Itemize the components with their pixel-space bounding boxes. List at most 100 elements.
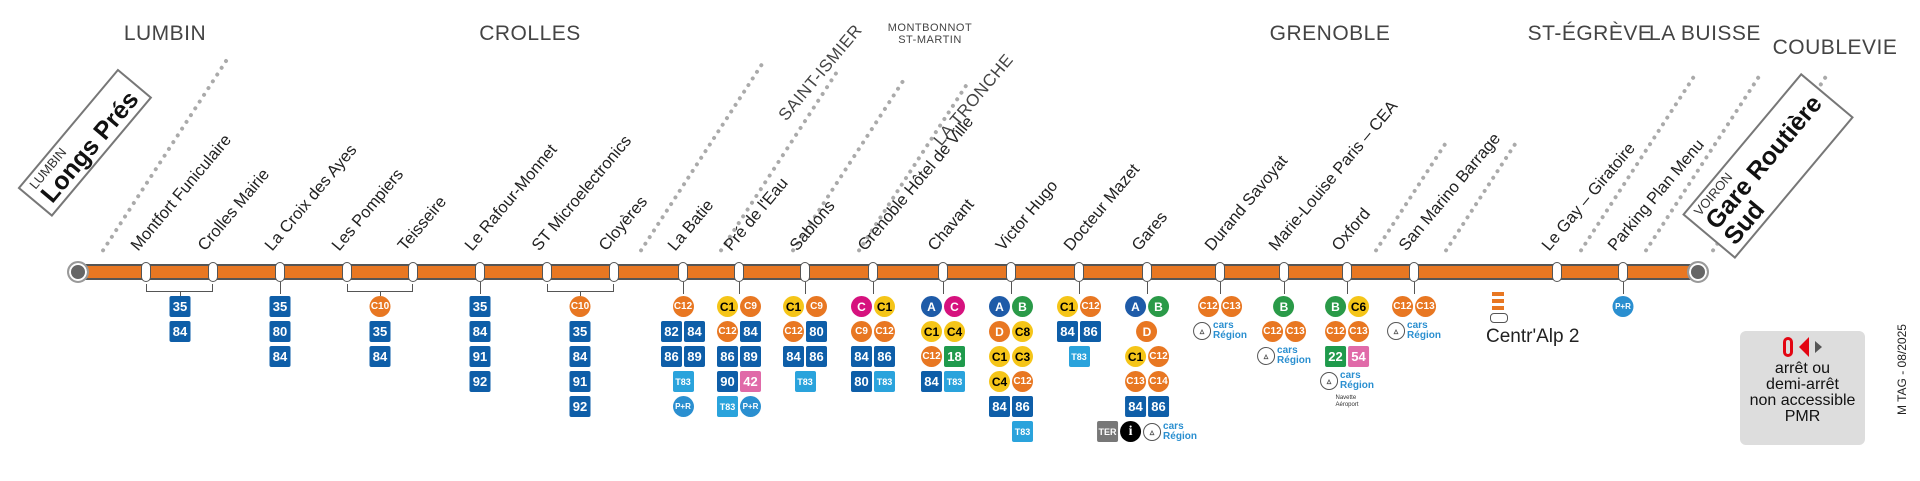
line-badge-T83[interactable]: T83 [1012, 421, 1033, 442]
line-badge-C9[interactable]: C9 [806, 296, 827, 317]
stop-marker[interactable] [609, 262, 619, 282]
terminus-end-stop[interactable] [1687, 261, 1709, 283]
line-badge-C12[interactable]: C12 [1391, 296, 1413, 317]
line-badge-C9[interactable]: C9 [851, 321, 872, 342]
stop-marker[interactable] [1142, 262, 1152, 282]
stop-name[interactable]: Sablons [786, 197, 839, 255]
line-badge-84[interactable]: 84 [851, 346, 872, 367]
line-badge-D[interactable]: D [989, 321, 1010, 342]
stop-marker[interactable] [1215, 262, 1225, 282]
stop-name[interactable]: Pré de l'Eau [720, 174, 792, 255]
line-badge-B[interactable]: B [1147, 296, 1169, 317]
line-badge-C9[interactable]: C9 [740, 296, 761, 317]
line-badge-P+R[interactable]: P+R [1612, 296, 1634, 317]
stop-name[interactable]: Marie-Louise Paris – CEA [1265, 97, 1402, 255]
line-badge-T83[interactable]: T83 [1068, 346, 1090, 367]
stop-marker[interactable] [1279, 262, 1289, 282]
stop-name[interactable]: Victor Hugo [992, 176, 1062, 255]
line-badge-C13[interactable]: C13 [1284, 321, 1306, 342]
line-badge-D[interactable]: D [1136, 321, 1158, 342]
line-badge-42[interactable]: 42 [740, 371, 761, 392]
stop-marker[interactable] [141, 262, 151, 282]
line-badge-C1[interactable]: C1 [874, 296, 895, 317]
line-badge-B[interactable]: B [1012, 296, 1033, 317]
line-badge-T83[interactable]: T83 [672, 371, 694, 392]
line-badge-C12[interactable]: C12 [1261, 321, 1283, 342]
line-badge-86[interactable]: 86 [1080, 321, 1101, 342]
line-badge-35[interactable]: 35 [269, 296, 291, 317]
stop-marker[interactable] [475, 262, 485, 282]
line-badge-91[interactable]: 91 [469, 346, 491, 367]
line-badge-35[interactable]: 35 [169, 296, 191, 317]
line-badge-89[interactable]: 89 [684, 346, 705, 367]
line-badge-C10[interactable]: C10 [369, 296, 391, 317]
line-badge-84[interactable]: 84 [740, 321, 761, 342]
stop-marker[interactable] [734, 262, 744, 282]
line-badge-C13[interactable]: C13 [1414, 296, 1436, 317]
line-badge-C13[interactable]: C13 [1124, 371, 1146, 392]
line-badge-89[interactable]: 89 [740, 346, 761, 367]
line-badge-T83[interactable]: T83 [874, 371, 895, 392]
line-badge-86[interactable]: 86 [874, 346, 895, 367]
line-badge-86[interactable]: 86 [661, 346, 682, 367]
line-badge-C12[interactable]: C12 [1197, 296, 1219, 317]
line-badge-90[interactable]: 90 [717, 371, 738, 392]
stop-marker[interactable] [542, 262, 552, 282]
line-badge-A[interactable]: A [1124, 296, 1146, 317]
line-badge-C1[interactable]: C1 [1124, 346, 1146, 367]
centralp-stop[interactable]: Centr'Alp 2 [1486, 292, 1579, 348]
line-badge-C1[interactable]: C1 [989, 346, 1010, 367]
line-badge-A[interactable]: A [921, 296, 942, 317]
stop-marker[interactable] [1006, 262, 1016, 282]
line-badge-84[interactable]: 84 [269, 346, 291, 367]
line-badge-35[interactable]: 35 [569, 321, 591, 342]
line-badge-22[interactable]: 22 [1324, 346, 1346, 367]
line-badge-86[interactable]: 86 [717, 346, 738, 367]
line-badge-C1[interactable]: C1 [921, 321, 942, 342]
line-badge-C4[interactable]: C4 [944, 321, 965, 342]
line-badge-84[interactable]: 84 [569, 346, 591, 367]
stop-marker[interactable] [1074, 262, 1084, 282]
line-badge-C1[interactable]: C1 [1057, 296, 1078, 317]
line-badge-T83[interactable]: T83 [794, 371, 816, 392]
line-badge-80[interactable]: 80 [269, 321, 291, 342]
line-badge-84[interactable]: 84 [921, 371, 942, 392]
line-badge-C12[interactable]: C12 [672, 296, 694, 317]
line-badge-T83[interactable]: T83 [944, 371, 965, 392]
line-badge-C12[interactable]: C12 [1012, 371, 1033, 392]
line-badge-92[interactable]: 92 [469, 371, 491, 392]
line-badge-P+R[interactable]: P+R [740, 396, 761, 417]
line-badge-84[interactable]: 84 [989, 396, 1010, 417]
line-badge-C12[interactable]: C12 [717, 321, 738, 342]
line-badge-86[interactable]: 86 [806, 346, 827, 367]
line-badge-35[interactable]: 35 [369, 321, 391, 342]
line-badge-C12[interactable]: C12 [1080, 296, 1101, 317]
line-badge-91[interactable]: 91 [569, 371, 591, 392]
line-badge-86[interactable]: 86 [1012, 396, 1033, 417]
stop-marker[interactable] [208, 262, 218, 282]
line-badge-84[interactable]: 84 [1124, 396, 1146, 417]
line-badge-82[interactable]: 82 [661, 321, 682, 342]
line-badge-C1[interactable]: C1 [783, 296, 804, 317]
stop-name[interactable]: Chavant [924, 195, 978, 255]
line-badge-C13[interactable]: C13 [1347, 321, 1369, 342]
stop-name[interactable]: Teisseire [394, 192, 451, 255]
line-badge-80[interactable]: 80 [806, 321, 827, 342]
line-badge-C[interactable]: C [851, 296, 872, 317]
line-badge-86[interactable]: 86 [1147, 396, 1169, 417]
line-badge-B[interactable]: B [1273, 296, 1295, 317]
line-badge-84[interactable]: 84 [469, 321, 491, 342]
line-badge-54[interactable]: 54 [1347, 346, 1369, 367]
line-badge-84[interactable]: 84 [1057, 321, 1078, 342]
line-badge-C3[interactable]: C3 [1012, 346, 1033, 367]
line-badge-C6[interactable]: C6 [1347, 296, 1369, 317]
stop-marker[interactable] [1552, 262, 1562, 282]
line-badge-C12[interactable]: C12 [921, 346, 942, 367]
stop-marker[interactable] [1342, 262, 1352, 282]
stop-marker[interactable] [678, 262, 688, 282]
line-badge-C12[interactable]: C12 [1147, 346, 1169, 367]
line-badge-C10[interactable]: C10 [569, 296, 591, 317]
line-badge-T83[interactable]: T83 [717, 396, 738, 417]
